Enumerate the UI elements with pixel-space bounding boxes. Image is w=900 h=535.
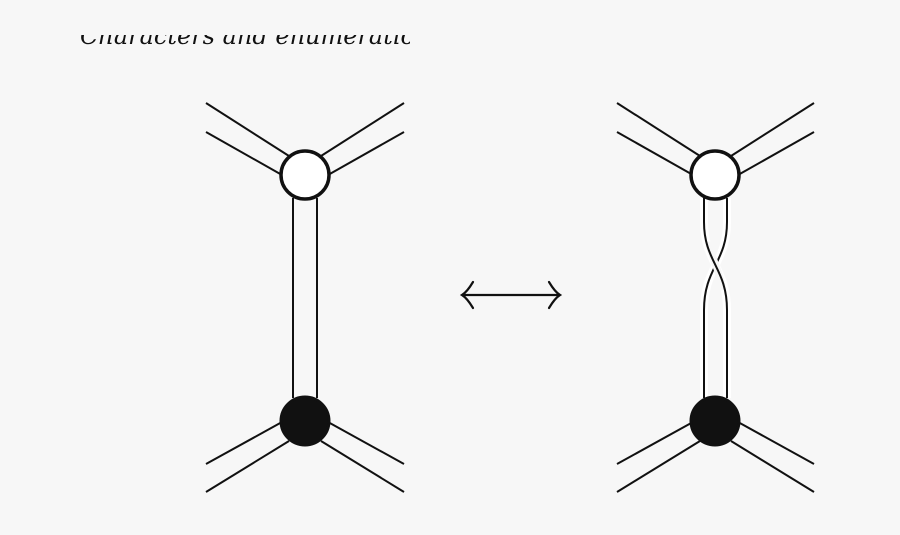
long-left-right-arrow-icon [459,280,563,310]
right-black-vertex [689,395,741,447]
left-black-vertex [279,395,331,447]
right-white-vertex [689,149,741,201]
header-fragment: Characters and enumeration of maps [80,22,410,50]
right-bottom-ribbon-edges [616,421,815,493]
left-white-vertex [279,149,331,201]
left-top-ribbon-edges [205,102,405,176]
left-graph [205,102,405,493]
right-top-ribbon-edges [616,102,815,176]
right-twisted-ribbon-edge [700,198,731,398]
left-straight-ribbon-edge [292,198,318,398]
right-graph [616,102,815,493]
left-bottom-ribbon-edges [205,421,405,493]
